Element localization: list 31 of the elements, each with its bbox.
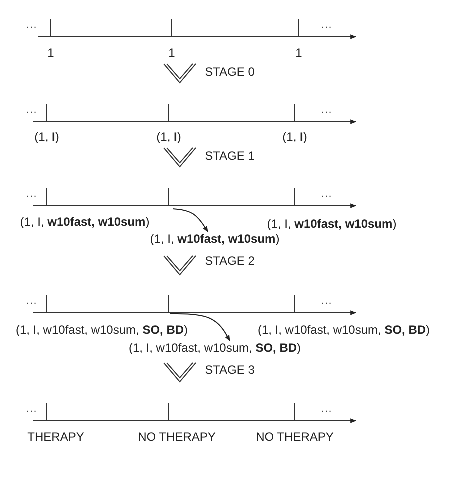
tuple-label: (1, I, w10fast, w10sum, SO, BD) bbox=[128, 341, 302, 355]
tuple-label: (1, I, w10fast, w10sum) bbox=[150, 232, 280, 246]
ellipsis: ... bbox=[26, 104, 38, 118]
ellipsis: ... bbox=[321, 188, 333, 202]
decision-label: NO THERAPY bbox=[256, 430, 334, 444]
tick-label: 1 bbox=[168, 46, 176, 60]
tick-label: 1 bbox=[296, 46, 302, 60]
tick-label: 1 bbox=[48, 46, 54, 60]
stage-label: STAGE 2 bbox=[205, 254, 255, 268]
ellipsis: ... bbox=[26, 295, 38, 309]
ellipsis: ... bbox=[321, 403, 333, 417]
ellipsis: ... bbox=[321, 19, 333, 33]
ellipsis: ... bbox=[26, 19, 38, 33]
tuple-label: (1, I, w10fast, w10sum) bbox=[20, 215, 150, 229]
ellipsis: ... bbox=[321, 104, 333, 118]
ellipsis: ... bbox=[26, 188, 38, 202]
tuple-label: (1, I) bbox=[156, 130, 182, 144]
stage-label: STAGE 1 bbox=[205, 149, 255, 163]
ellipsis: ... bbox=[26, 403, 38, 417]
tuple-label: (1, I) bbox=[282, 130, 308, 144]
curved-arrow bbox=[170, 314, 230, 342]
ellipsis: ... bbox=[321, 295, 333, 309]
stage-label: STAGE 0 bbox=[205, 65, 255, 79]
tuple-label: (1, I) bbox=[34, 130, 60, 144]
decision-label: THERAPY bbox=[28, 430, 84, 444]
decision-label: NO THERAPY bbox=[138, 430, 216, 444]
tuple-label: (1, I, w10fast, w10sum, SO, BD) bbox=[16, 323, 188, 337]
curved-arrow bbox=[172, 208, 208, 232]
tuple-label: (1, I, w10fast, w10sum, SO, BD) bbox=[258, 323, 430, 337]
stage-label: STAGE 3 bbox=[205, 363, 255, 377]
tuple-label: (1, I, w10fast, w10sum) bbox=[267, 217, 397, 231]
